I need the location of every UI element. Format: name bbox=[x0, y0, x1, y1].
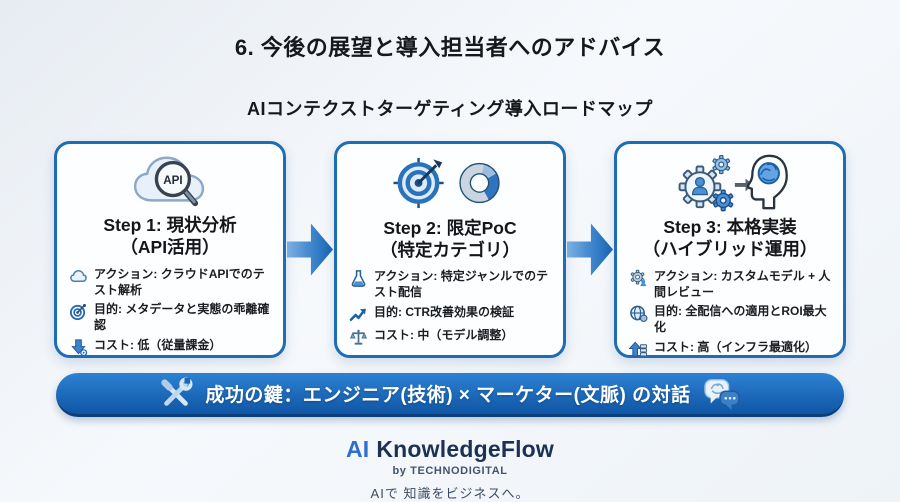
step-2-card: Step 2: 限定PoC （特定カテゴリ） アクション: 特定ジャンルでのテス… bbox=[334, 141, 566, 358]
brain-chat-icon bbox=[703, 378, 740, 410]
banner-text: 成功の鍵：エンジニア(技術) × マーケター(文脈) の対話 bbox=[205, 385, 691, 406]
brand-byline: by TECHNODIGITAL bbox=[392, 465, 508, 477]
gears-person-brain-icon bbox=[678, 154, 788, 212]
step-2-title: Step 2: 限定PoC bbox=[383, 217, 517, 238]
trend-up-icon bbox=[349, 308, 366, 321]
step-3-subtitle: （ハイブリッド運用） bbox=[642, 239, 818, 260]
roadmap-steps-row: API Step 1: 現状分析 （API活用） アクション: クラウドAPIで… bbox=[54, 141, 846, 358]
page-subtitle: AIコンテクストターゲティング導入ロードマップ bbox=[247, 99, 653, 119]
bullet-text: アクション: 特定ジャンルでのテスト配信 bbox=[374, 269, 549, 300]
step-1-cost-row: コスト: 低（従量課金） bbox=[69, 338, 271, 357]
step-2-action-row: アクション: 特定ジャンルでのテスト配信 bbox=[349, 269, 551, 301]
globe-money-icon bbox=[630, 306, 648, 323]
bullet-text: アクション: クラウドAPIでのテスト解析 bbox=[94, 266, 265, 297]
brand-name: KnowledgeFlow bbox=[376, 436, 555, 462]
brand-tagline: AIで 知識をビジネスへ。 bbox=[370, 486, 530, 501]
key-success-banner: 成功の鍵：エンジニア(技術) × マーケター(文脈) の対話 bbox=[56, 373, 844, 417]
step-3-cost-row: コスト: 高（インフラ最適化） bbox=[629, 340, 831, 359]
step-1-card: API Step 1: 現状分析 （API活用） アクション: クラウドAPIで… bbox=[54, 141, 286, 358]
bullet-text: 目的: CTR改善効果の検証 bbox=[374, 305, 514, 319]
arrow-right-icon bbox=[567, 223, 613, 276]
cloud-icon bbox=[70, 269, 87, 282]
step-1-goal-row: 目的: メタデータと実態の乖離確認 bbox=[69, 302, 271, 334]
svg-text:API: API bbox=[163, 174, 182, 187]
step-2-subtitle: （特定カテゴリ） bbox=[380, 239, 520, 260]
page-title: 6. 今後の展望と導入担当者へのアドバイス bbox=[234, 35, 666, 60]
step-3-goal-row: 目的: 全配信への適用とROI最大化 bbox=[629, 304, 831, 336]
arrow-right-icon bbox=[287, 223, 333, 276]
cost-down-arrow-icon bbox=[71, 339, 88, 357]
step-1-action-row: アクション: クラウドAPIでのテスト解析 bbox=[69, 267, 271, 299]
step-2-cost-row: コスト: 中（モデル調整） bbox=[349, 328, 551, 347]
flask-icon bbox=[351, 270, 366, 288]
step-1-subtitle: （API活用） bbox=[120, 237, 220, 258]
bullet-text: コスト: 高（インフラ最適化） bbox=[654, 340, 817, 355]
bullet-text: 目的: メタデータと実態の乖離確認 bbox=[94, 302, 270, 333]
step-3-card: Step 3: 本格実装 （ハイブリッド運用） bbox=[614, 141, 846, 358]
bullet-text: アクション: カスタムモデル + 人間レビュー bbox=[654, 268, 831, 299]
target-icon bbox=[69, 304, 87, 321]
step-1-title: Step 1: 現状分析 bbox=[103, 215, 237, 235]
balance-scale-icon bbox=[349, 329, 368, 345]
bullet-text: コスト: 低（従量課金） bbox=[94, 338, 222, 353]
brand-ai: AI bbox=[345, 436, 370, 462]
crossed-tools-icon bbox=[161, 376, 193, 406]
cost-up-arrow-icon bbox=[629, 341, 648, 357]
gear-person-icon bbox=[630, 269, 647, 286]
step-2-goal-row: 目的: CTR改善効果の検証 bbox=[349, 305, 551, 324]
dartboard-and-donut-chart-icon bbox=[393, 158, 500, 209]
step-3-action-row: アクション: カスタムモデル + 人間レビュー bbox=[629, 269, 831, 301]
bullet-text: 目的: 全配信への適用とROI最大化 bbox=[654, 304, 827, 335]
step-3-title: Step 3: 本格実装 bbox=[663, 217, 797, 237]
cloud-api-magnifier-icon: API bbox=[133, 156, 205, 207]
bullet-text: コスト: 中（モデル調整） bbox=[374, 328, 514, 342]
